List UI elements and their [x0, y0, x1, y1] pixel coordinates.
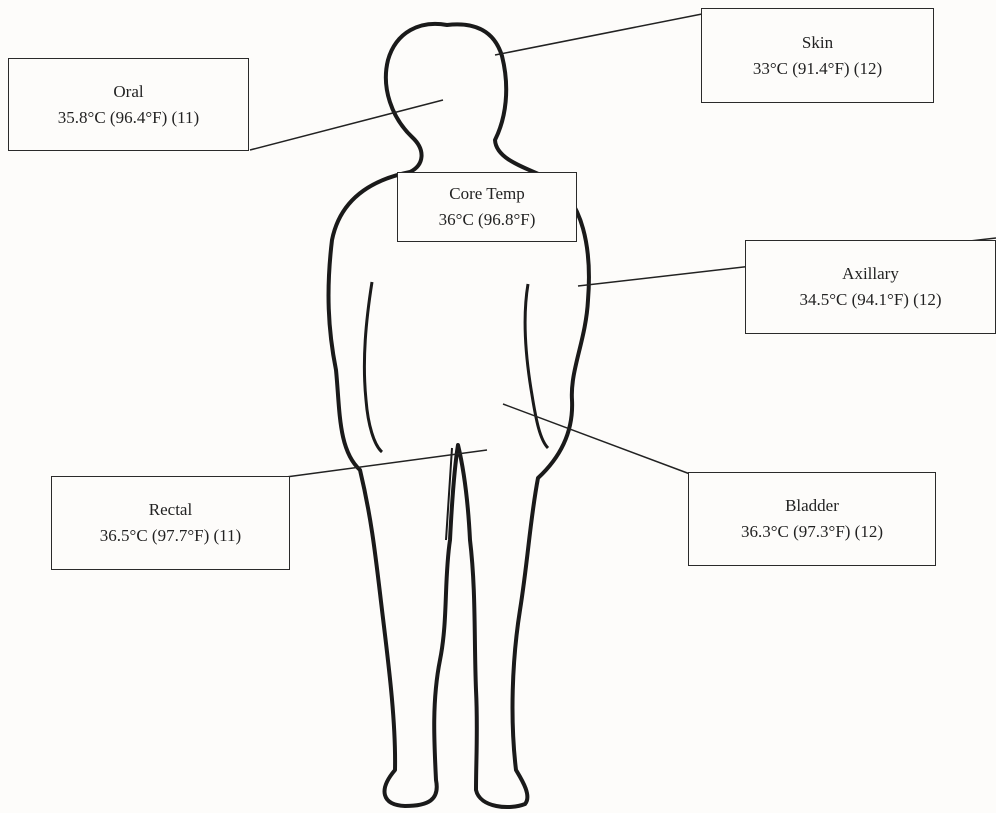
- bladder-leader-line: [503, 404, 690, 474]
- axillary-label-box: Axillary 34.5°C (94.1°F) (12): [745, 240, 996, 334]
- axillary-temperature-value: 34.5°C (94.1°F) (12): [799, 290, 941, 310]
- oral-leader-line: [250, 100, 443, 150]
- skin-leader-line: [495, 14, 702, 55]
- oral-temperature-value: 35.8°C (96.4°F) (11): [58, 108, 199, 128]
- bladder-site-label: Bladder: [785, 496, 839, 516]
- oral-label-box: Oral 35.8°C (96.4°F) (11): [8, 58, 249, 151]
- rectal-temperature-value: 36.5°C (97.7°F) (11): [100, 526, 241, 546]
- core-temp-label-box: Core Temp 36°C (96.8°F): [397, 172, 577, 242]
- core-temp-site-label: Core Temp: [449, 184, 524, 204]
- skin-label-box: Skin 33°C (91.4°F) (12): [701, 8, 934, 103]
- skin-temperature-value: 33°C (91.4°F) (12): [753, 59, 882, 79]
- bladder-label-box: Bladder 36.3°C (97.3°F) (12): [688, 472, 936, 566]
- left-arm-inner-line: [364, 282, 382, 452]
- oral-site-label: Oral: [113, 82, 143, 102]
- rectal-label-box: Rectal 36.5°C (97.7°F) (11): [51, 476, 290, 570]
- skin-site-label: Skin: [802, 33, 833, 53]
- rectal-site-label: Rectal: [149, 500, 192, 520]
- axillary-site-label: Axillary: [842, 264, 899, 284]
- bladder-temperature-value: 36.3°C (97.3°F) (12): [741, 522, 883, 542]
- right-arm-inner-line: [525, 284, 548, 448]
- core-temp-value: 36°C (96.8°F): [439, 210, 536, 230]
